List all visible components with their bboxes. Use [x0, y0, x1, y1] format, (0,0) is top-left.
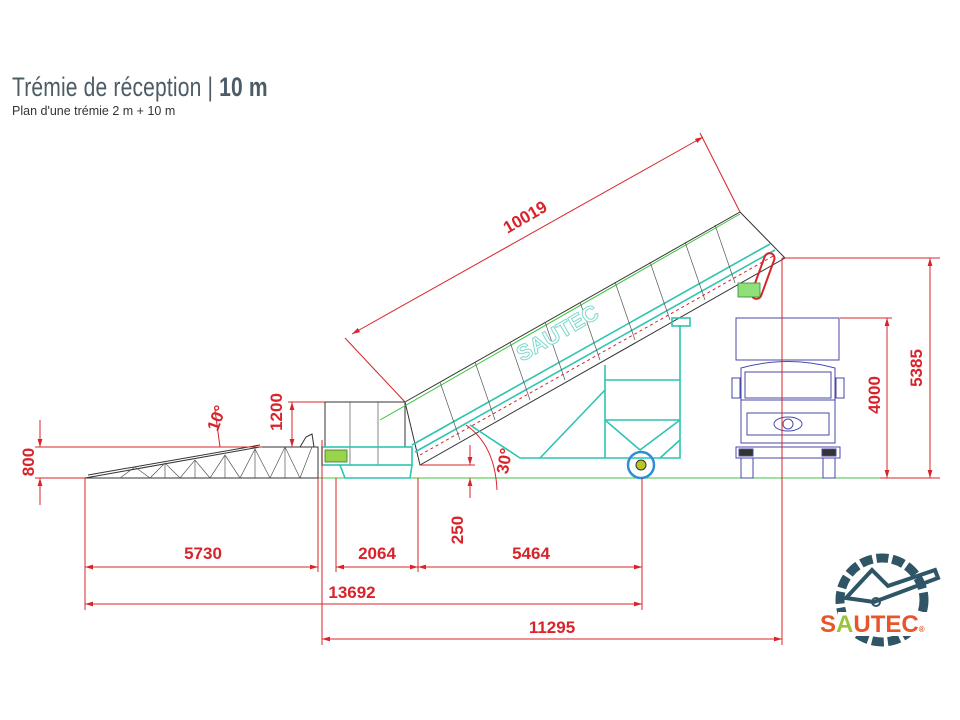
dim-pit-depth: 250 — [448, 516, 467, 544]
extension-lines — [35, 132, 940, 645]
dim-conveyor-length: 10019 — [500, 197, 550, 237]
dim-truck-height: 4000 — [865, 376, 884, 414]
dimension-lines — [37, 136, 933, 642]
page-title: Trémie de réception | 10 m — [12, 72, 268, 102]
svg-text:SAUTEC®: SAUTEC® — [820, 611, 925, 638]
dim-hopper-length: 2064 — [358, 544, 396, 563]
hopper — [321, 401, 413, 479]
wheel — [626, 450, 656, 480]
dim-total-length: 13692 — [328, 583, 375, 602]
dim-frame-length: 5464 — [512, 544, 550, 563]
dim-hopper-height: 1200 — [267, 393, 286, 431]
dim-ramp-length: 5730 — [184, 544, 222, 563]
dim-conveyor-angle: 30° — [493, 447, 516, 476]
inclined-conveyor: SAUTEC — [379, 211, 786, 466]
dim-overall-length: 11295 — [529, 618, 575, 637]
page-subtitle: Plan d'une trémie 2 m + 10 m — [12, 104, 176, 118]
ramp-truss — [84, 433, 319, 479]
conveyor-brand-label: SAUTEC — [512, 299, 603, 366]
dim-ramp-height: 800 — [19, 448, 38, 476]
truck-front-view — [731, 317, 845, 479]
sautec-logo: SAUTEC® — [820, 553, 941, 647]
dim-discharge-height: 5385 — [907, 349, 926, 387]
dim-ramp-angle: 10° — [204, 403, 231, 434]
